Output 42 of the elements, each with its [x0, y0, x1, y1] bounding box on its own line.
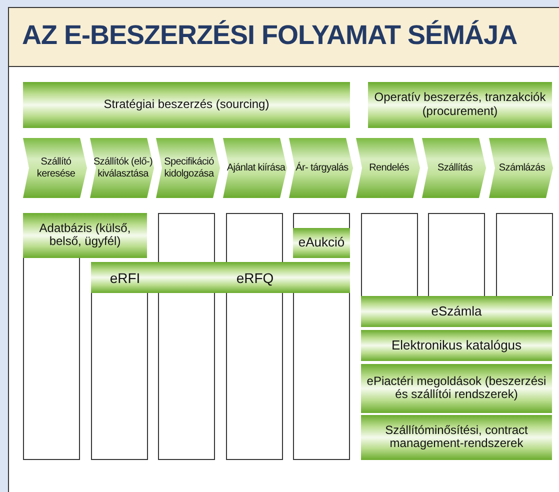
process-step [356, 138, 420, 198]
process-step [422, 138, 486, 198]
process-band [368, 82, 552, 128]
bar-label: Stratégiai beszerzés (sourcing) [104, 98, 270, 112]
bar-label: Adatbázis (külső, belső, ügyfél) [38, 222, 132, 250]
tool-bar [23, 213, 147, 258]
process-step [489, 138, 553, 198]
process-step [90, 138, 154, 198]
bar-label: eRFI [108, 269, 142, 286]
column-box [293, 293, 350, 460]
process-step [223, 138, 287, 198]
process-band [23, 82, 350, 128]
step-label: Rendelés [369, 162, 409, 174]
tool-bar [91, 262, 350, 293]
step-label: Szállítók (elő-) kiválasztása [93, 156, 153, 180]
title: AZ E-BESZERZÉSI FOLYAMAT SÉMÁJA [22, 20, 518, 51]
column-box [428, 213, 485, 296]
process-step [23, 138, 87, 198]
tool-bar [361, 296, 552, 327]
tool-bar [293, 228, 350, 258]
step-label: Ajánlat kiírása [226, 162, 286, 174]
step-label: Számlázás [498, 162, 546, 174]
process-step [156, 138, 220, 198]
step-label: Ár- tárgyalás [296, 162, 348, 174]
tool-bar [361, 330, 552, 361]
bar-label: ePiactéri megoldások (beszerzési és szállítói rendszerek) [366, 374, 548, 402]
step-label: Szállítás [437, 162, 473, 174]
column-box [91, 293, 148, 460]
column-box [496, 213, 553, 296]
bar-label: eSzámla [431, 304, 482, 319]
bar-label: Elektronikus katalógus [391, 338, 522, 353]
tool-bar [361, 364, 552, 413]
step-label: Szállító keresése [36, 156, 76, 180]
column-box [361, 213, 418, 296]
bar-label: eRFQ [235, 269, 275, 286]
bar-label: Szállítóminősítési, contract management-rendszerek [384, 424, 529, 452]
bar-label: Operatív beszerzés, tranzakciók (procurement) [373, 91, 547, 119]
process-step [289, 138, 353, 198]
tool-bar [361, 415, 552, 460]
bar-label: eAukció [298, 236, 345, 250]
column-box [23, 258, 80, 460]
step-label: Specifikáció kidolgozása [163, 156, 215, 180]
